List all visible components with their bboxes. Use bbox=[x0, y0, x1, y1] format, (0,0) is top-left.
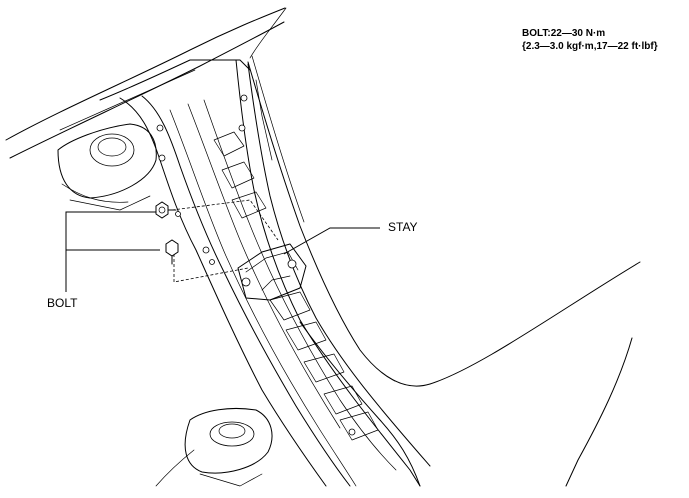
torque-spec-line-1: BOLT:22—30 N·m bbox=[522, 28, 606, 39]
lower-strut-tower bbox=[155, 407, 273, 487]
upper-strut-tower bbox=[57, 123, 157, 211]
upper-bolt bbox=[155, 201, 177, 219]
torque-spec-line-2: {2.3—3.0 kgf·m,17—22 ft·lbf} bbox=[522, 41, 658, 52]
callout-leaders bbox=[65, 211, 380, 292]
bolt-alignment-lines bbox=[171, 199, 279, 283]
stay-callout-label: STAY bbox=[388, 220, 418, 234]
lower-bolt bbox=[165, 239, 179, 265]
roof-rail-panel bbox=[5, 7, 286, 159]
door-opening-contour bbox=[247, 7, 641, 487]
bolt-callout-label: BOLT bbox=[47, 296, 78, 310]
stay-bracket bbox=[237, 243, 307, 301]
pillar-body bbox=[119, 59, 431, 487]
